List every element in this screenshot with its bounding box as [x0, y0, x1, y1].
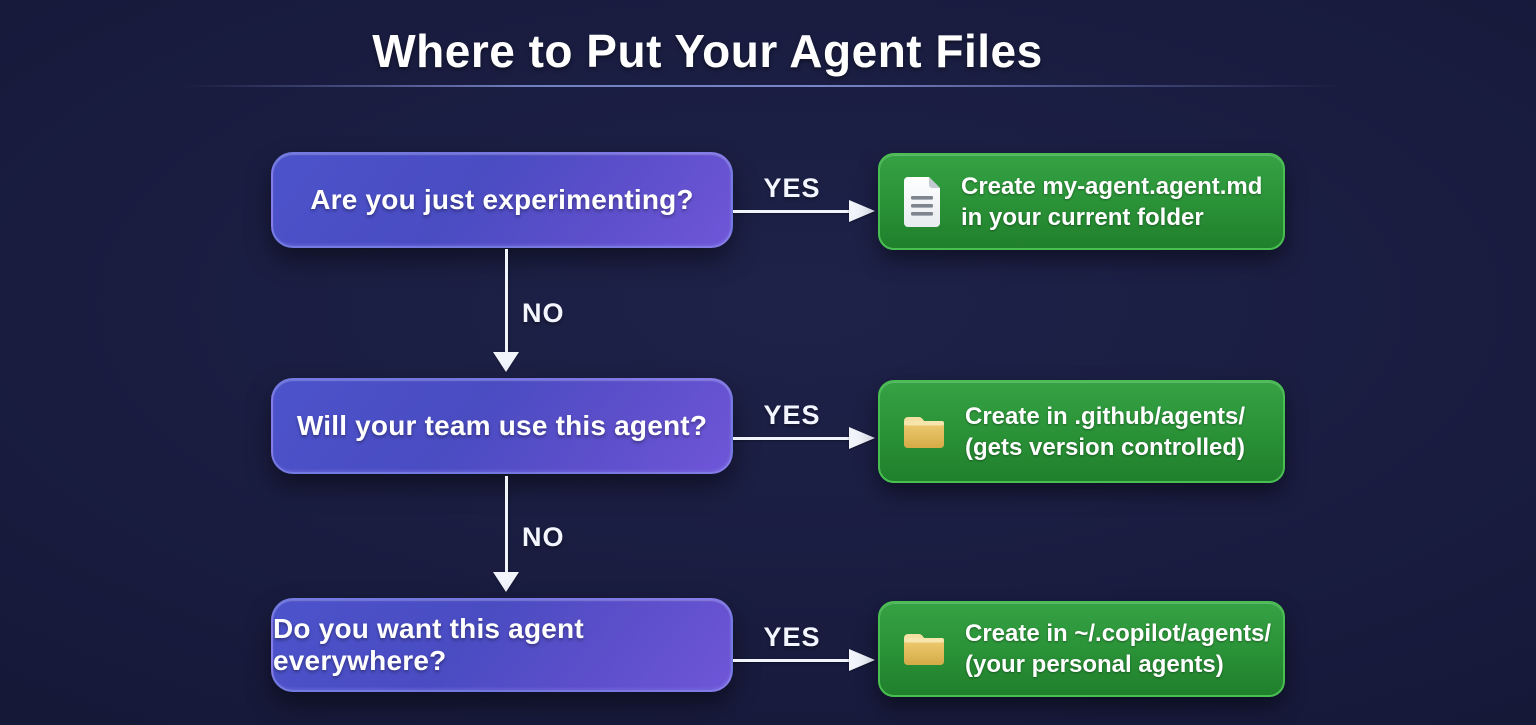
- yes-label: YES: [763, 400, 821, 430]
- no-label: NO: [522, 522, 565, 553]
- arrow-head-right-icon: [849, 649, 875, 671]
- yes-label: YES: [763, 622, 821, 652]
- yes-label: YES: [763, 173, 821, 203]
- arrow-head-right-icon: [849, 200, 875, 222]
- question-box-agent-everywhere: Do you want this agent everywhere?: [271, 598, 733, 692]
- question-box-experimenting: Are you just experimenting?: [271, 152, 733, 248]
- result-box-github-agents: Create in .github/agents/ (gets version …: [878, 380, 1285, 483]
- result-line2: in your current folder: [961, 203, 1204, 231]
- result-box-current-folder: Create my-agent.agent.md in your current…: [878, 153, 1285, 250]
- result-line2: (your personal agents): [965, 651, 1224, 678]
- result-box-copilot-agents: Create in ~/.copilot/agents/ (your perso…: [878, 601, 1285, 697]
- question-text: Will your team use this agent?: [296, 410, 708, 441]
- result-line1: Create my-agent.agent.md: [961, 172, 1263, 200]
- arrow-head-down-icon: [493, 352, 519, 372]
- result-text: Create in .github/agents/ (gets version …: [965, 401, 1245, 463]
- yes-arrow: YES: [733, 400, 875, 449]
- page-title: Where to Put Your Agent Files: [372, 25, 1043, 77]
- title-underline: [182, 85, 1342, 87]
- result-text: Create in ~/.copilot/agents/ (your perso…: [965, 618, 1271, 680]
- result-line1: Create in .github/agents/: [965, 402, 1246, 430]
- yes-arrow: YES: [733, 622, 875, 671]
- no-arrow: NO: [493, 249, 564, 372]
- no-arrow: NO: [493, 476, 564, 592]
- arrow-head-down-icon: [493, 572, 519, 592]
- arrow-line: [733, 649, 875, 671]
- yes-arrow: YES: [733, 173, 875, 222]
- arrow-line: [505, 476, 508, 573]
- no-label: NO: [522, 298, 565, 329]
- result-line1: Create in ~/.copilot/agents/: [965, 620, 1272, 647]
- arrow-line: [733, 200, 875, 222]
- question-text: Are you just experimenting?: [310, 184, 694, 215]
- question-text: Do you want this agent everywhere?: [273, 613, 584, 676]
- result-text: Create my-agent.agent.md in your current…: [961, 171, 1262, 233]
- question-box-team-use: Will your team use this agent?: [271, 378, 733, 474]
- arrow-head-right-icon: [849, 427, 875, 449]
- arrow-line: [505, 249, 508, 353]
- folder-icon: [900, 628, 948, 670]
- arrow-line: [733, 427, 875, 449]
- folder-icon: [900, 411, 948, 453]
- document-icon: [900, 175, 944, 229]
- result-line2: (gets version controlled): [965, 433, 1246, 461]
